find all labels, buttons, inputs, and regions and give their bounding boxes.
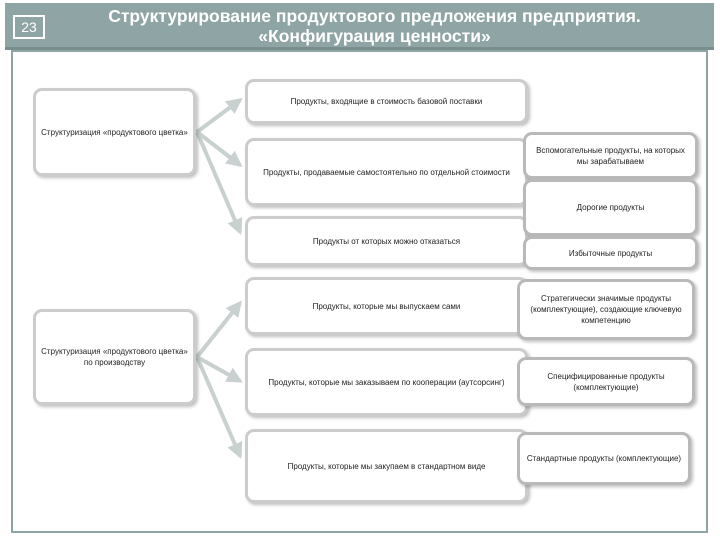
node-product-flower-production: Структуризация «продуктового цветка» по … xyxy=(33,309,196,405)
node-specified-products-label: Специфицированные продукты (комплектующи… xyxy=(547,371,665,392)
node-auxiliary-products-label: Вспомогательные продукты, на которых мы … xyxy=(536,145,685,166)
node-product-flower-label: Структуризация «продуктового цветка» xyxy=(41,127,188,137)
node-strategic-products: Стратегически значимые продукты (комплек… xyxy=(517,279,695,340)
title-line-2: «Конфигурация ценности» xyxy=(258,26,491,46)
node-product-flower: Структуризация «продуктового цветка» xyxy=(33,88,196,176)
node-standard-products: Стандартные продукты (комплектующие) xyxy=(517,432,691,485)
node-sold-separately-label: Продукты, продаваемые самостоятельно по … xyxy=(263,167,510,177)
slide-number: 23 xyxy=(13,15,45,39)
node-standard-purchase: Продукты, которые мы закупаем в стандарт… xyxy=(245,429,528,503)
node-standard-purchase-label: Продукты, которые мы закупаем в стандарт… xyxy=(287,461,486,471)
node-own-production: Продукты, которые мы выпускаем сами xyxy=(245,277,528,335)
title-line-1: Структурирование продуктового предложени… xyxy=(108,6,641,26)
node-optional-products: Продукты от которых можно отказаться xyxy=(245,216,528,266)
arrow-flower-to-base xyxy=(195,98,243,134)
node-base-delivery: Продукты, входящие в стоимость базовой п… xyxy=(245,79,528,124)
node-specified-products: Специфицированные продукты (комплектующи… xyxy=(517,357,695,406)
arrow-production-to-outsourcing xyxy=(196,355,243,383)
node-base-delivery-label: Продукты, входящие в стоимость базовой п… xyxy=(290,97,483,106)
node-strategic-products-label: Стратегически значимые продукты (комплек… xyxy=(530,294,682,325)
content-frame xyxy=(11,50,708,533)
node-outsourcing: Продукты, которые мы заказываем по коопе… xyxy=(245,348,528,416)
arrow-production-to-own xyxy=(195,300,242,359)
node-redundant-products: Избыточные продукты xyxy=(523,236,698,270)
slide-title: Структурирование продуктового предложени… xyxy=(45,6,704,46)
arrow-production-to-standard xyxy=(195,356,243,459)
node-sold-separately: Продукты, продаваемые самостоятельно по … xyxy=(245,138,528,206)
node-optional-products-label: Продукты от которых можно отказаться xyxy=(312,236,461,246)
node-expensive-products-label: Дорогие продукты xyxy=(576,203,645,212)
arrow-flower-to-separate xyxy=(195,130,243,167)
arrow-flower-to-optional xyxy=(195,131,243,235)
node-own-production-label: Продукты, которые мы выпускаем сами xyxy=(312,301,461,311)
node-redundant-products-label: Избыточные продукты xyxy=(568,248,653,258)
node-auxiliary-products: Вспомогательные продукты, на которых мы … xyxy=(523,132,698,179)
slide-header: 23 Структурирование продуктового предлож… xyxy=(5,3,714,50)
node-product-flower-production-label: Структуризация «продуктового цветка» по … xyxy=(41,347,188,367)
node-outsourcing-label: Продукты, которые мы заказываем по коопе… xyxy=(268,377,505,387)
node-standard-products-label: Стандартные продукты (комплектующие) xyxy=(526,454,682,463)
node-expensive-products: Дорогие продукты xyxy=(523,179,698,236)
